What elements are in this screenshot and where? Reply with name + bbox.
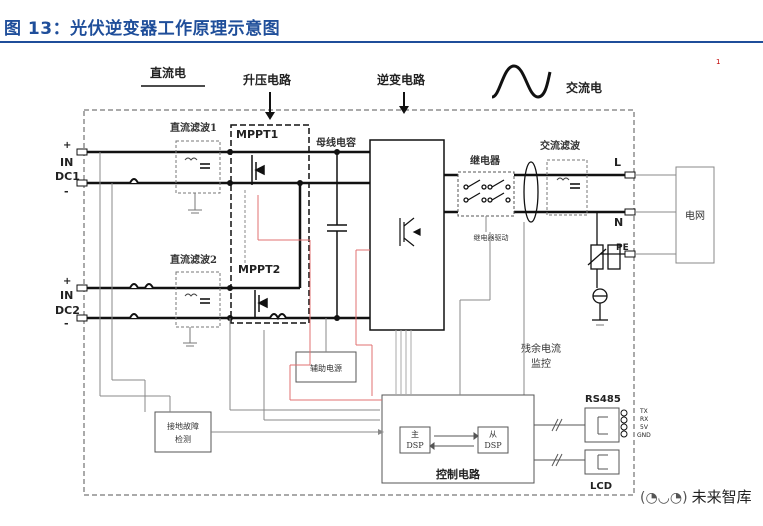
svg-text:+: + bbox=[63, 140, 71, 151]
svg-text:+: + bbox=[63, 276, 71, 287]
residual-current-label-1: 残余电流 bbox=[521, 342, 561, 355]
bus-capacitor-label: 母线电容 bbox=[316, 136, 356, 149]
ac-filter-box bbox=[546, 159, 588, 216]
igbt-icon bbox=[399, 217, 421, 247]
grid-label: 电网 bbox=[685, 209, 705, 222]
svg-text:GND: GND bbox=[637, 432, 651, 439]
bus-capacitor bbox=[327, 152, 347, 318]
svg-text:直流滤波1: 直流滤波1 bbox=[170, 121, 217, 134]
sine-wave-icon bbox=[491, 64, 552, 99]
mppt1-label: MPPT1 bbox=[236, 128, 278, 141]
svg-text:IN: IN bbox=[60, 289, 73, 302]
inverter-circuit-label: 逆变电路 bbox=[377, 72, 426, 87]
l-label: L bbox=[614, 156, 621, 169]
page-number: 1 bbox=[716, 58, 721, 66]
bus-nodes bbox=[227, 149, 340, 321]
wechat-icon: (◔◡◔) bbox=[640, 490, 688, 506]
svg-text:-: - bbox=[64, 317, 69, 330]
mppt2-label: MPPT2 bbox=[238, 263, 280, 276]
rs485-pins: TX RX 5V GND bbox=[620, 408, 651, 439]
svg-text:DC2: DC2 bbox=[55, 304, 80, 317]
brand-watermark: (◔◡◔)未来智库 bbox=[640, 486, 752, 507]
boost-arrowhead bbox=[265, 112, 275, 120]
current-sensor bbox=[523, 161, 539, 223]
svg-text:-: - bbox=[64, 185, 69, 198]
svg-text:检测: 检测 bbox=[175, 434, 191, 444]
svg-text:RX: RX bbox=[640, 416, 648, 423]
svg-text:接地故障: 接地故障 bbox=[167, 421, 199, 431]
ground-fault-box bbox=[154, 411, 212, 453]
dc-filter-1: 直流滤波1 bbox=[170, 121, 221, 211]
rs485-port bbox=[584, 407, 620, 443]
rs485-label: RS485 bbox=[585, 394, 621, 405]
inverter-bridge bbox=[369, 139, 445, 331]
svg-text:主: 主 bbox=[411, 429, 419, 439]
title-rule bbox=[0, 41, 763, 43]
dc-power-label: 直流电 bbox=[150, 65, 186, 80]
surge-protection bbox=[587, 212, 625, 321]
figure-title: 图 13：光伏逆变器工作原理示意图 bbox=[4, 19, 281, 39]
drive-signal-wires bbox=[257, 195, 382, 401]
svg-text:5V: 5V bbox=[640, 424, 649, 431]
svg-text:DSP: DSP bbox=[484, 441, 502, 450]
boost-circuit-label: 升压电路 bbox=[243, 72, 292, 87]
lcd-label: LCD bbox=[590, 481, 612, 492]
svg-text:DC1: DC1 bbox=[55, 170, 80, 183]
aux-power-label: 辅助电源 bbox=[310, 363, 342, 373]
svg-text:直流滤波2: 直流滤波2 bbox=[170, 253, 217, 266]
inverter-arrowhead bbox=[399, 106, 409, 114]
inverter-frame bbox=[83, 109, 635, 496]
svg-text:从: 从 bbox=[489, 430, 497, 439]
mppt1-switch bbox=[251, 155, 265, 185]
relay-contacts bbox=[463, 179, 511, 203]
dc-filter-2: 直流滤波2 bbox=[170, 253, 221, 344]
brand-text: 未来智库 bbox=[691, 488, 752, 506]
lcd-port bbox=[584, 449, 620, 475]
dc1-power-wires bbox=[87, 150, 370, 185]
pe-label: PE bbox=[616, 243, 629, 253]
dc1-input: + IN DC1 - bbox=[55, 140, 88, 198]
slave-dsp-box bbox=[477, 426, 509, 454]
dc2-input: + IN DC2 - bbox=[55, 276, 88, 330]
ac-power-label: 交流电 bbox=[566, 80, 602, 95]
relay-label: 继电器 bbox=[470, 154, 501, 167]
control-circuit-label: 控制电路 bbox=[436, 467, 481, 481]
grid-box bbox=[675, 166, 715, 264]
mppt-boost-box bbox=[230, 124, 310, 324]
relay-drive-label: 继电器驱动 bbox=[474, 233, 509, 242]
svg-text:TX: TX bbox=[639, 408, 648, 415]
ground-symbols bbox=[186, 212, 604, 347]
sense-wires bbox=[99, 152, 380, 421]
svg-text:IN: IN bbox=[60, 156, 73, 169]
ac-filter-label: 交流滤波 bbox=[540, 139, 581, 152]
mppt2-switch bbox=[254, 290, 268, 318]
svg-text:DSP: DSP bbox=[406, 441, 424, 450]
dc2-power-wires bbox=[87, 183, 370, 320]
n-label: N bbox=[614, 216, 623, 229]
common-mode-chokes bbox=[129, 178, 287, 321]
residual-current-label-2: 监控 bbox=[531, 357, 551, 370]
inverter-control-wires bbox=[395, 330, 412, 395]
dsp-link bbox=[429, 432, 479, 450]
relay-box bbox=[457, 171, 515, 217]
master-dsp-box bbox=[399, 426, 431, 454]
